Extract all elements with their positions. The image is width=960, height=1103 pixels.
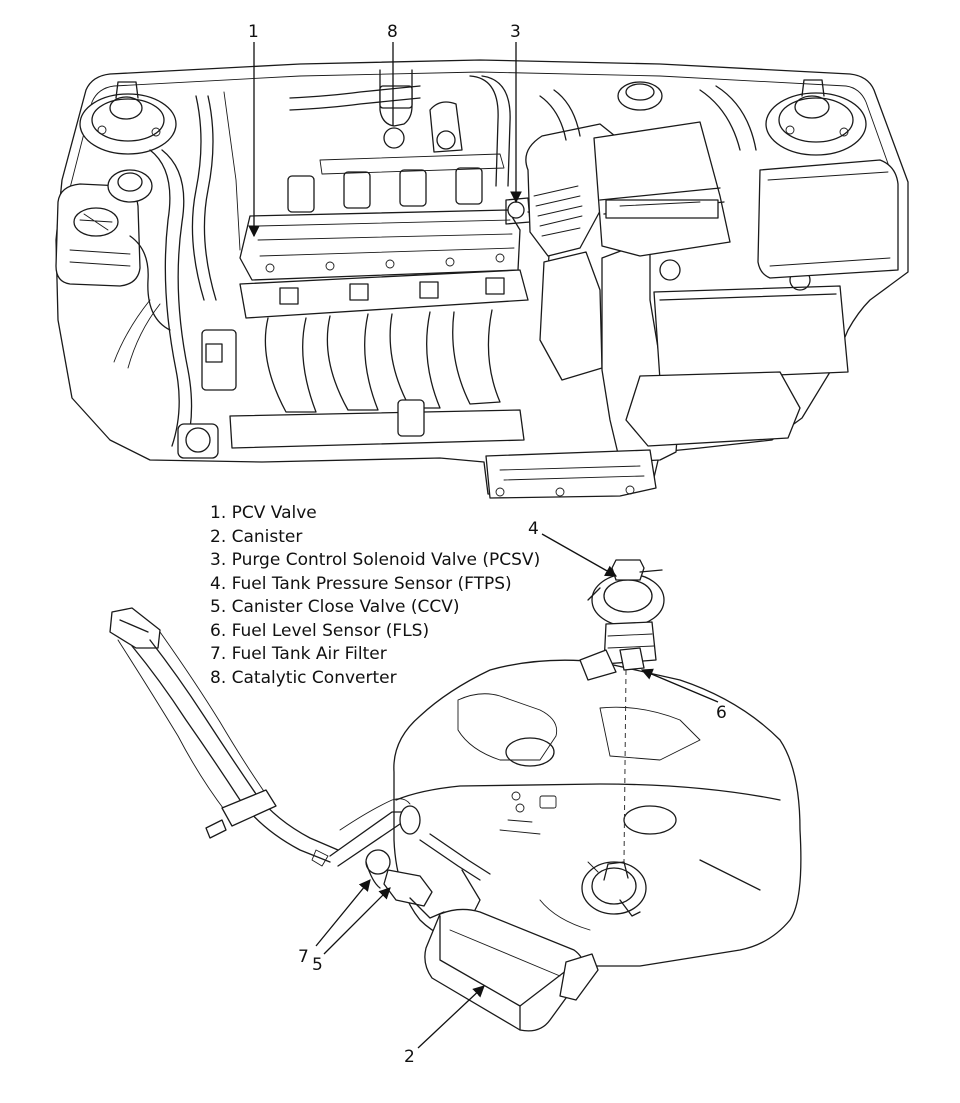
- engine-bay-illustration: [55, 59, 909, 499]
- leader-4: [541, 533, 618, 577]
- filler-neck: [109, 607, 421, 867]
- callout-7: 7: [298, 947, 309, 967]
- legend-item-pcsv: 3. Purge Control Solenoid Valve (PCSV): [210, 550, 541, 570]
- leader-7: [315, 879, 371, 947]
- air-cleaner-box: [593, 121, 731, 257]
- leader-lines: [248, 42, 719, 1049]
- callout-8: 8: [387, 22, 398, 42]
- callout-3: 3: [510, 22, 521, 42]
- legend-item-air-filter: 7. Fuel Tank Air Filter: [210, 644, 387, 664]
- callout-4: 4: [528, 519, 539, 539]
- catalytic-converter-area: [289, 69, 511, 187]
- component-legend: 1. PCV Valve 2. Canister 3. Purge Contro…: [210, 502, 540, 690]
- brake-reservoir: [539, 81, 757, 151]
- legend-item-ccv: 5. Canister Close Valve (CCV): [210, 597, 460, 617]
- left-strut-tower: [79, 81, 177, 155]
- legend-item-pcv-valve: 1. PCV Valve: [210, 503, 317, 523]
- callout-labels: 1 8 3 4 6 7 5 2: [248, 22, 727, 1067]
- fuel-system-illustration: [109, 559, 802, 1032]
- leader-6: [640, 668, 719, 703]
- fuel-tank: [393, 659, 802, 967]
- callout-1: 1: [248, 22, 259, 42]
- legend-item-canister: 2. Canister: [210, 526, 303, 547]
- fuel-pump-assembly: [579, 559, 665, 681]
- right-strut-tower: [765, 79, 867, 156]
- legend-item-catalytic-converter: 8. Catalytic Converter: [210, 667, 397, 688]
- canister-assembly: [365, 833, 599, 1032]
- intake-manifold: [229, 269, 529, 449]
- legend-item-ftps: 4. Fuel Tank Pressure Sensor (FTPS): [210, 573, 512, 594]
- battery: [625, 259, 849, 447]
- leader-5: [323, 887, 391, 955]
- fuse-box: [757, 159, 899, 279]
- washer-reservoir: [55, 169, 153, 287]
- engine-block: [239, 101, 521, 281]
- legend-item-fls: 6. Fuel Level Sensor (FLS): [210, 620, 430, 641]
- callout-2: 2: [404, 1047, 415, 1067]
- callout-5: 5: [312, 955, 323, 975]
- callout-6: 6: [716, 703, 727, 723]
- leader-2: [417, 985, 485, 1049]
